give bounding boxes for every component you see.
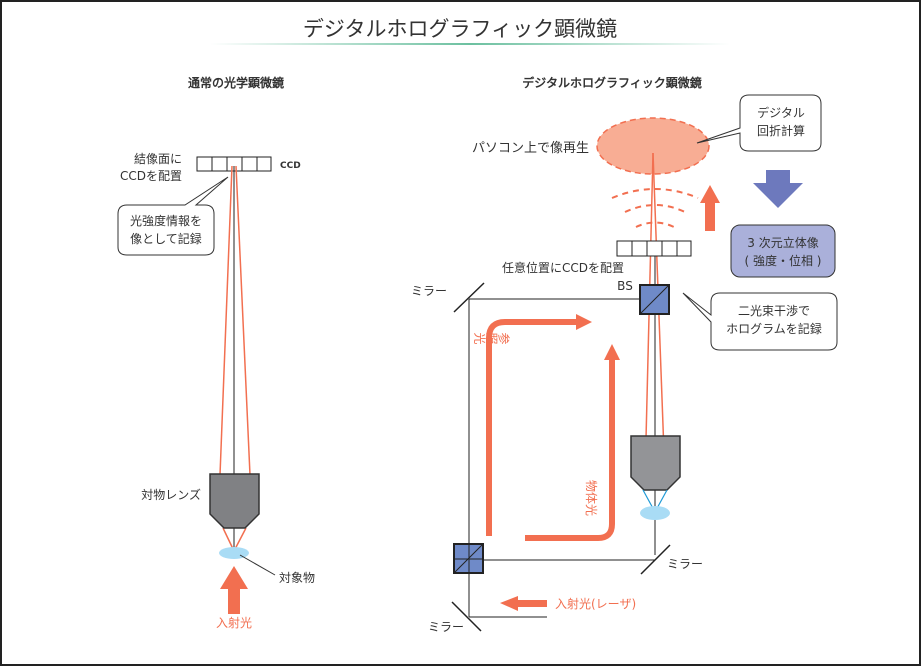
right-ccd-position-label: 任意位置にCCDを配置: [502, 260, 624, 275]
digital-callout-text-2: 回折計算: [757, 123, 805, 138]
left-incident-arrow: [220, 566, 248, 614]
result-3d-image-box: [730, 224, 836, 278]
right-ray-1: [644, 152, 654, 481]
right-ccd-sensor: [616, 240, 692, 257]
left-callout-text-1: 光強度情報を: [130, 213, 202, 228]
left-ray-2: [235, 165, 251, 476]
hologram-callout-text-2: ホログラムを記録: [726, 321, 822, 336]
left-ccd-label: CCD: [280, 161, 301, 171]
reference-light-arrow: [486, 319, 578, 536]
left-objective-label: 対物レンズ: [141, 487, 201, 502]
bs-label: BS: [617, 279, 633, 293]
up-arrow-icon: [700, 185, 720, 231]
down-arrow-icon: [753, 170, 803, 208]
beam-splitter-top: [639, 284, 670, 315]
left-ccd-sensor: [196, 156, 272, 172]
beam-path-lines: [468, 256, 656, 618]
left-objective-lens: [209, 473, 260, 529]
reference-light-label: 参照光: [474, 331, 511, 345]
diagram-title: デジタルホログラフィック顕微鏡: [303, 17, 617, 41]
left-ray-1: [219, 165, 233, 476]
right-ray-2: [652, 152, 666, 481]
reference-arrowhead-icon: [576, 314, 592, 330]
mirror-bottom-right-label: ミラー: [667, 557, 703, 571]
mirror-bottom-left-label: ミラー: [428, 620, 464, 634]
left-callout-text-2: 像として記録: [130, 231, 202, 246]
beam-splitter-bottom: [453, 543, 484, 574]
digital-callout-text-1: デジタル: [757, 105, 805, 120]
mirror-top-left-label: ミラー: [411, 284, 447, 298]
left-ccd-position-label-2: CCDを配置: [120, 169, 182, 183]
mirror-top-left: [453, 282, 485, 313]
object-arrowhead-icon: [604, 344, 620, 360]
right-specimen: [640, 506, 670, 520]
object-light-arrow: [525, 358, 615, 541]
result-text-1: 3 次元立体像: [747, 235, 818, 250]
mirror-bottom-left: [451, 601, 482, 632]
reconstructed-image-ellipse: [596, 117, 710, 175]
left-specimen-label: 対象物: [279, 571, 315, 585]
left-heading: 通常の光学顕微鏡: [188, 75, 284, 90]
left-ccd-position-label-1: 結像面に: [134, 152, 182, 166]
right-objective-lens: [630, 435, 681, 491]
right-heading: デジタルホログラフィック顕微鏡: [522, 75, 702, 90]
left-specimen-leader: [239, 554, 276, 576]
title-underline: [210, 43, 730, 45]
hologram-callout-text-1: 二光束干渉で: [738, 303, 810, 318]
reconstruction-label: パソコン上で像再生: [472, 141, 589, 156]
laser-incident-label: 入射光(レーザ): [555, 596, 636, 611]
left-incident-label: 入射光: [216, 615, 252, 630]
mirror-bottom-right: [640, 544, 671, 575]
laser-incident-arrow: [500, 596, 547, 611]
result-text-2: ( 強度・位相 ): [745, 253, 822, 268]
hologram-callout: [682, 292, 838, 351]
digital-calculation-callout: [696, 94, 822, 152]
left-callout: [117, 176, 229, 256]
object-light-label: 物体光: [584, 480, 598, 516]
